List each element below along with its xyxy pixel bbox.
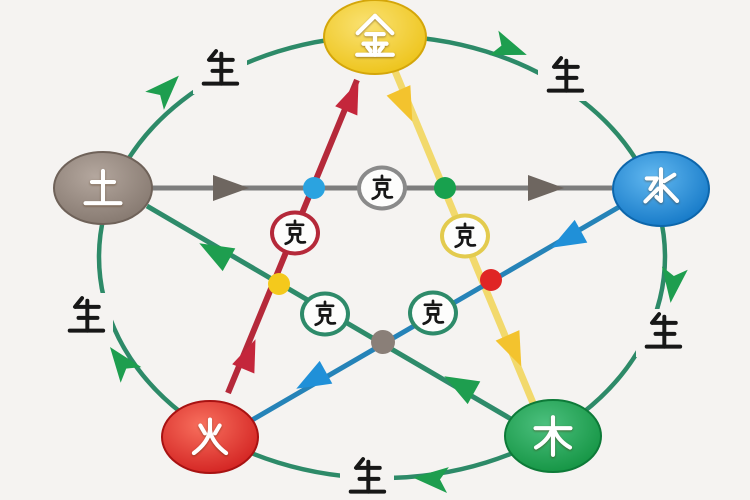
arrow-earth-overcomes-water-icon [528,175,564,201]
arrow-metal-overcomes-wood-icon [386,85,413,122]
arrow-fire-overcomes-metal-icon [232,339,256,374]
ke-badge-fire-metal: 克 [270,210,320,256]
arrow-metal-overcomes-wood-icon [495,330,522,367]
ke-badge-earth-water: 克 [357,165,407,211]
junction-dot-red [480,269,502,291]
earth-node-label: 土 [80,165,126,211]
arrow-water-overcomes-fire-icon [551,219,588,248]
arrow-fire-overcomes-metal-icon [335,81,359,116]
ke-badge-wood-earth: 克 [300,291,350,337]
arrow-wood-generates-fire-icon [413,467,449,494]
sheng-label-metal-water: 生 [538,53,592,101]
arrow-earth-overcomes-water-icon [213,175,249,201]
junction-dot-blue [303,177,325,199]
junction-dot-yellow [268,273,290,295]
sheng-label-fire-earth: 生 [59,293,113,341]
overcoming-line-arrows [199,81,588,405]
arrow-metal-generates-water-icon [489,30,527,56]
junction-dot-green [434,177,456,199]
ke-badge-water-fire: 克 [408,290,458,336]
arrow-water-generates-wood-icon [661,266,688,303]
ke-badge-metal-wood: 克 [440,213,490,259]
junction-dot-gray [371,330,395,354]
arrow-earth-generates-metal-icon [145,75,179,110]
water-node-label: 水 [638,166,684,212]
generating-cycle-arrows [109,30,688,494]
arrow-wood-overcomes-earth-icon [199,243,236,272]
metal-node-label: 金 [351,13,399,61]
fire-node-label: 火 [187,414,233,460]
arrow-water-overcomes-fire-icon [296,360,333,389]
sheng-label-earth-metal: 生 [193,46,247,94]
sheng-label-wood-fire: 生 [340,454,394,500]
wood-node-label: 木 [530,413,576,459]
sheng-label-water-wood: 生 [636,309,690,357]
junction-dots [268,177,502,354]
arrow-wood-overcomes-earth-icon [444,376,481,405]
arrow-fire-generates-earth-icon [109,347,142,383]
